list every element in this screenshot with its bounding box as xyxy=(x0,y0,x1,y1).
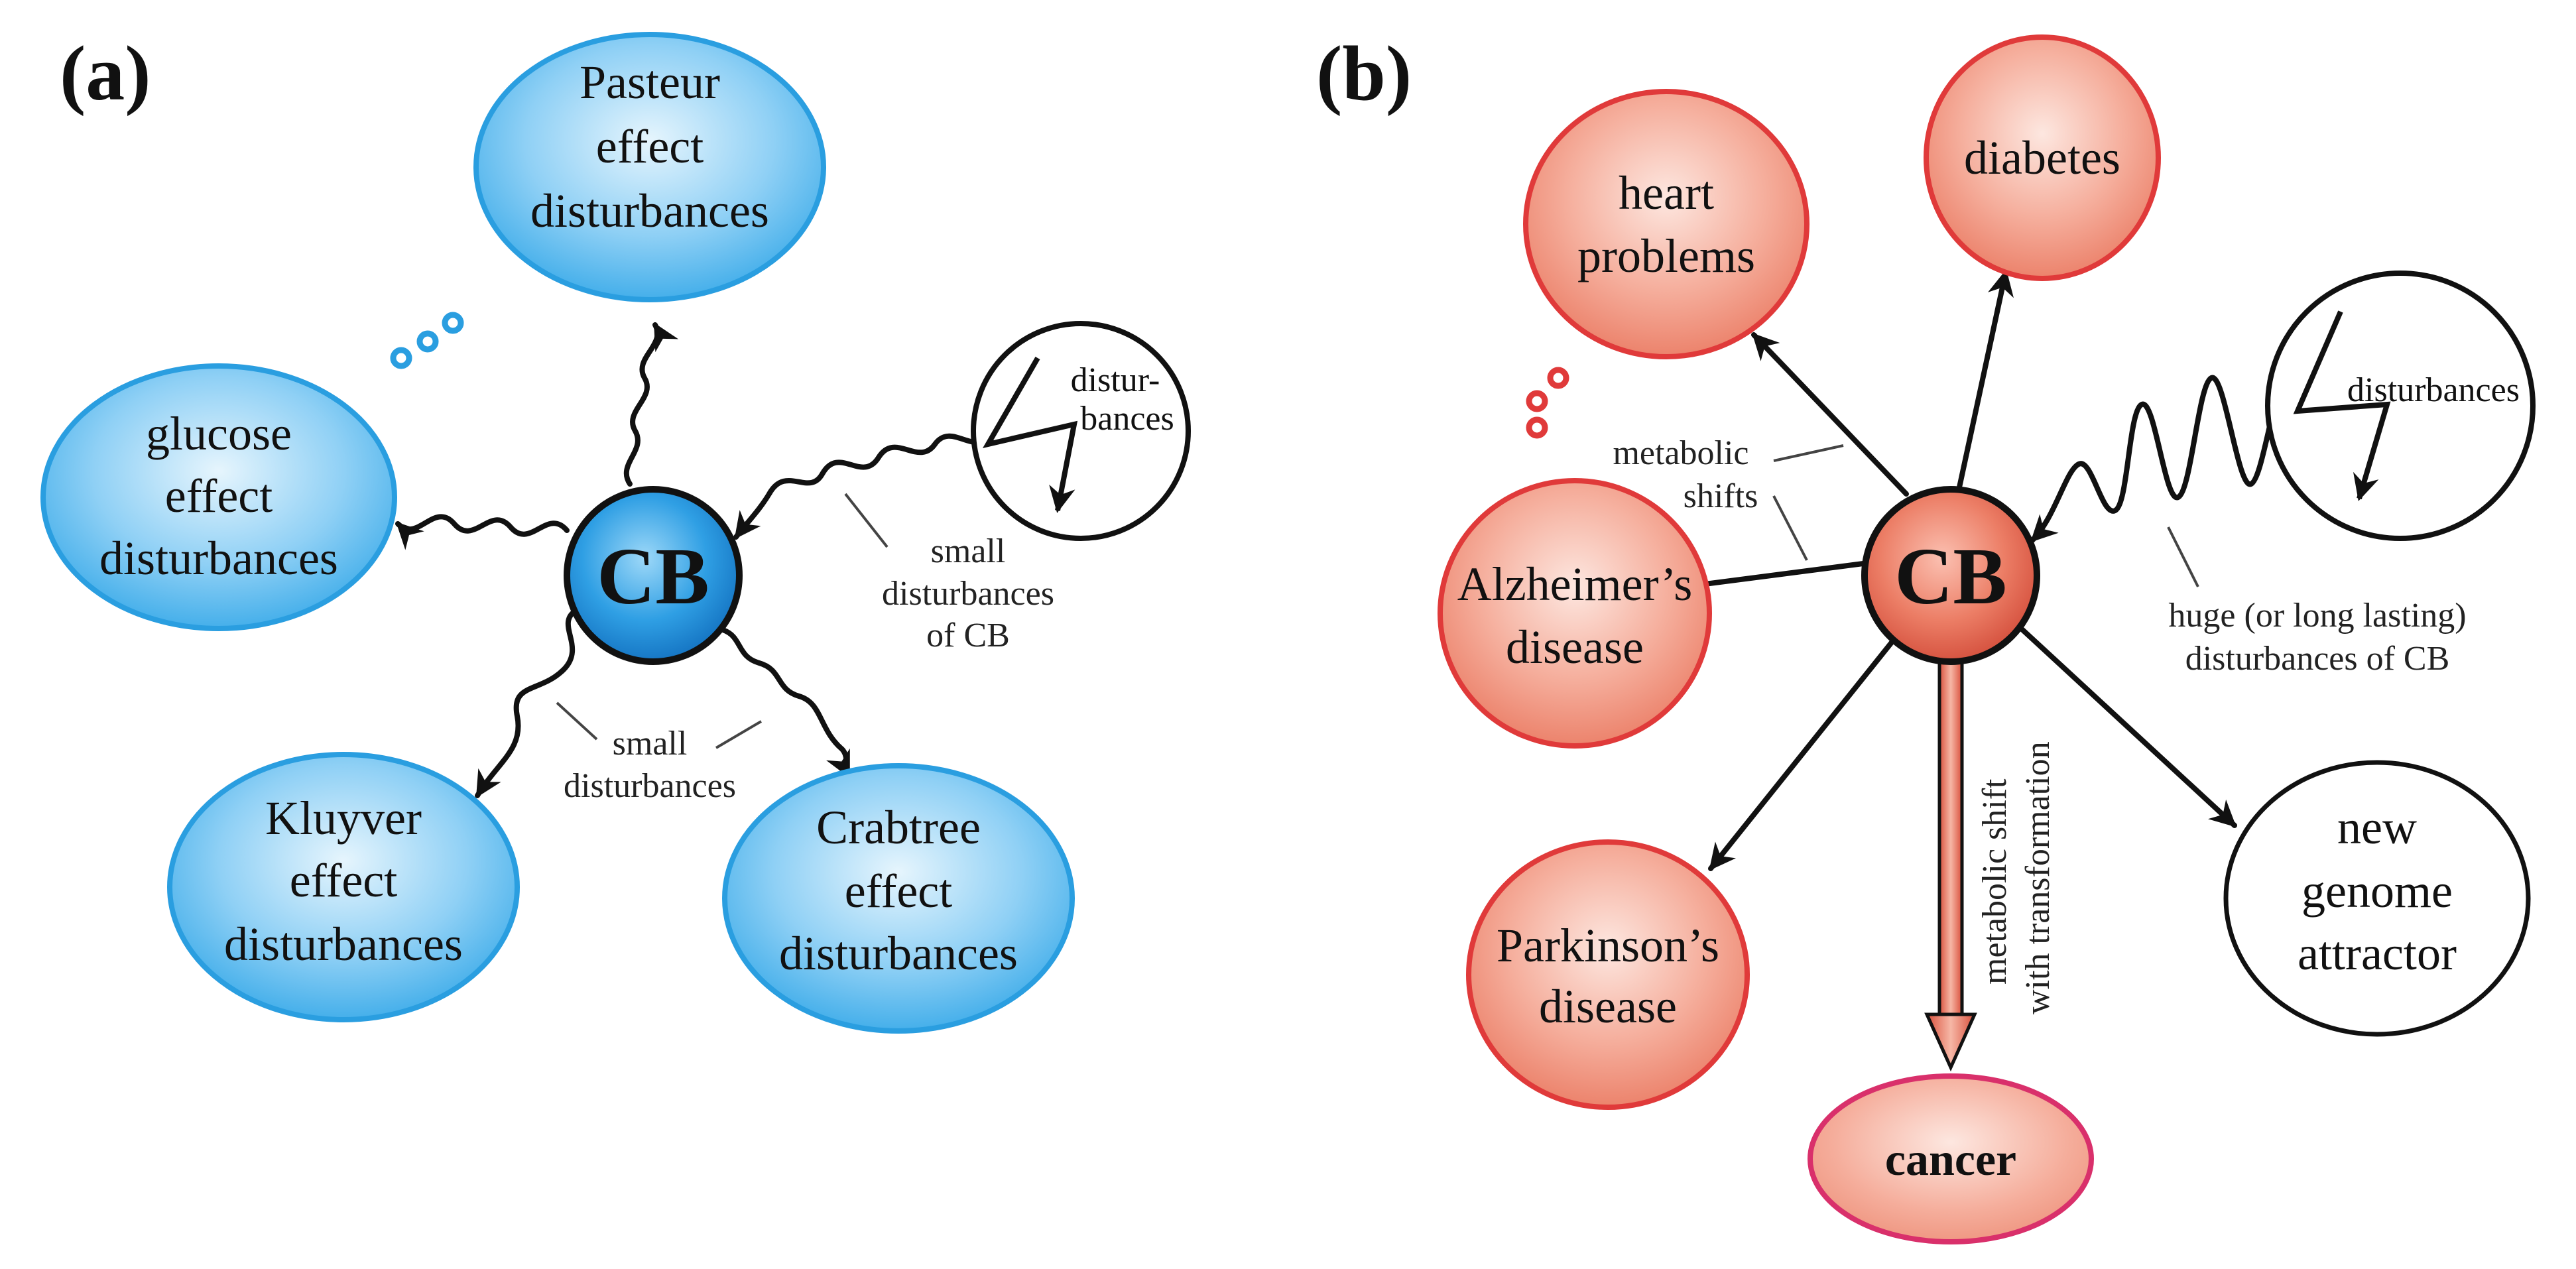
dots-icon xyxy=(1526,367,1569,439)
kluyver-line-3: disturbances xyxy=(224,918,463,971)
cancer-label: cancer xyxy=(1885,1134,2016,1185)
pasteur-node xyxy=(473,32,826,302)
kluyver-line-2: effect xyxy=(290,854,398,907)
panel-b: (b) CB xyxy=(1316,30,2536,1244)
diabetes-node xyxy=(1924,34,2161,281)
note-small-2: disturbances xyxy=(564,767,736,805)
note-metabolic-2: shifts xyxy=(1684,477,1758,515)
pasteur-line-1: Pasteur xyxy=(580,56,720,109)
note-leader-small-cb xyxy=(844,493,889,548)
parkinson-line-1: Parkinson’s xyxy=(1497,919,1719,972)
glucose-line-1: glucose xyxy=(146,407,292,460)
disturbance-label-a-1: distur- xyxy=(1071,361,1160,399)
arrow-disturbance-b xyxy=(2030,375,2294,543)
disturbance-node-b xyxy=(2265,271,2536,541)
note-small-cb-2: disturbances xyxy=(882,575,1054,613)
panel-a-label: (a) xyxy=(60,30,151,117)
crabtree-node xyxy=(722,763,1075,1034)
heart-line-2: problems xyxy=(1577,229,1755,282)
note-huge-2: disturbances of CB xyxy=(2185,640,2450,678)
kluyver-line-1: Kluyver xyxy=(265,792,422,845)
arrow-to-cancer xyxy=(1924,651,1977,1072)
heart-node xyxy=(1523,89,1809,359)
genome-node xyxy=(2223,760,2531,1037)
crabtree-line-1: Crabtree xyxy=(816,801,981,854)
arrow-to-kluyver xyxy=(475,607,580,798)
arrow-to-glucose xyxy=(395,514,570,550)
genome-line-1: new xyxy=(2337,801,2417,854)
crabtree-line-2: effect xyxy=(845,865,953,918)
note-small-1: small xyxy=(613,725,688,762)
arrow-to-heart xyxy=(1751,332,1909,497)
note-huge-1: huge (or long lasting) xyxy=(2168,597,2466,634)
heart-line-1: heart xyxy=(1619,166,1714,219)
pasteur-line-2: effect xyxy=(596,120,704,173)
panel-a: (a) CB distur- bances Pasteur eff xyxy=(40,30,1191,1034)
lightning-icon xyxy=(982,357,1078,513)
note-metabolic-1: metabolic xyxy=(1613,434,1748,472)
panel-b-label: (b) xyxy=(1316,30,1412,117)
kluyver-node xyxy=(167,752,520,1022)
arrow-to-crabtree xyxy=(720,627,851,778)
cb-node-a xyxy=(564,486,743,665)
arrow-to-pasteur xyxy=(623,322,679,487)
pasteur-line-3: disturbances xyxy=(530,184,769,237)
note-leader-small-right xyxy=(715,720,763,749)
glucose-node xyxy=(40,363,397,631)
note-small-cb-3: of CB xyxy=(926,617,1010,654)
parkinson-line-2: disease xyxy=(1539,980,1677,1033)
alzheimer-line-1: Alzheimer’s xyxy=(1457,558,1693,611)
note-leader-small-left xyxy=(556,701,598,741)
cb-label-a: CB xyxy=(597,532,709,621)
cb-node-b xyxy=(1861,486,2040,665)
note-leader-metabolic-2 xyxy=(1772,495,1808,561)
disturbance-label-b: disturbances xyxy=(2347,371,2520,409)
note-transformation-1: metabolic shift xyxy=(1976,778,2014,985)
dots-icon xyxy=(390,312,464,369)
disturbance-label-a-2: bances xyxy=(1080,400,1174,438)
note-transformation-2: with transformation xyxy=(2019,741,2057,1014)
alzheimer-line-2: disease xyxy=(1506,621,1644,674)
glucose-line-2: effect xyxy=(165,469,273,522)
genome-line-2: genome xyxy=(2301,865,2453,918)
arrow-to-genome xyxy=(2016,624,2237,828)
arrow-to-diabetes xyxy=(1957,269,2014,490)
glucose-line-3: disturbances xyxy=(99,532,338,585)
lightning-icon xyxy=(2293,310,2391,501)
crabtree-line-3: disturbances xyxy=(779,927,1018,980)
diabetes-line-1: diabetes xyxy=(1964,131,2120,184)
parkinson-node xyxy=(1466,839,1750,1110)
arrow-to-parkinson xyxy=(1708,634,1899,871)
note-small-cb-1: small xyxy=(931,532,1006,570)
note-leader-huge xyxy=(2167,526,2199,587)
arrow-disturbance-a xyxy=(733,432,994,540)
cancer-node xyxy=(1808,1073,2094,1244)
note-leader-metabolic-1 xyxy=(1773,444,1844,462)
cb-label-b: CB xyxy=(1894,532,2006,621)
alzheimer-node xyxy=(1438,478,1712,749)
genome-line-3: attractor xyxy=(2298,927,2457,980)
